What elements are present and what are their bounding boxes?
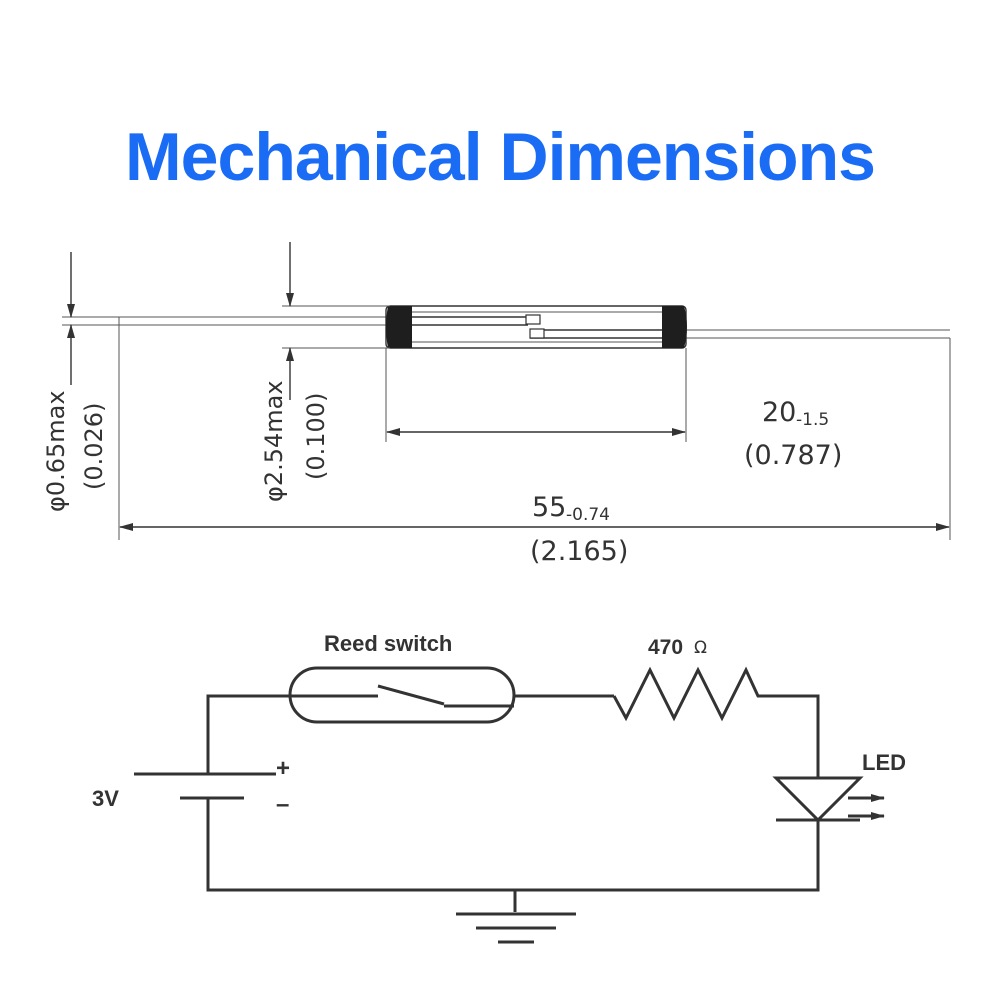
wire-diameter-label: φ0.65max (0.026) (42, 390, 108, 512)
svg-text:470: 470 (648, 636, 683, 659)
total-length-label: 55 -0.74 (2.165) (530, 492, 628, 567)
plus-sign: + (276, 755, 290, 782)
svg-text:Ω: Ω (694, 638, 707, 658)
svg-text:-0.74: -0.74 (566, 505, 610, 525)
svg-text:55: 55 (532, 492, 566, 523)
minus-sign: – (276, 791, 289, 818)
resistor-label: 470 Ω (648, 636, 707, 659)
page-title: Mechanical Dimensions (125, 119, 876, 195)
glass-length-label: 20 -1.5 (0.787) (744, 397, 842, 471)
resistor-symbol (612, 666, 820, 778)
svg-text:(0.787): (0.787) (744, 440, 842, 471)
svg-text:20: 20 (762, 397, 796, 428)
svg-text:φ2.54max: φ2.54max (260, 380, 288, 502)
reed-switch-label: Reed switch (324, 631, 452, 656)
svg-text:(0.100): (0.100) (302, 393, 330, 480)
svg-text:φ0.65max: φ0.65max (42, 390, 70, 512)
svg-text:(0.026): (0.026) (80, 403, 108, 490)
reed-switch-drawing (62, 242, 951, 540)
led-label: LED (862, 750, 906, 775)
seal-left (386, 306, 412, 348)
seal-right (662, 306, 687, 348)
voltage-label: 3V (92, 786, 119, 811)
glass-diameter-label: φ2.54max (0.100) (260, 380, 330, 502)
svg-text:-1.5: -1.5 (796, 410, 829, 430)
led-symbol (772, 776, 864, 823)
svg-text:(2.165): (2.165) (530, 536, 628, 567)
circuit-diagram (134, 666, 885, 944)
